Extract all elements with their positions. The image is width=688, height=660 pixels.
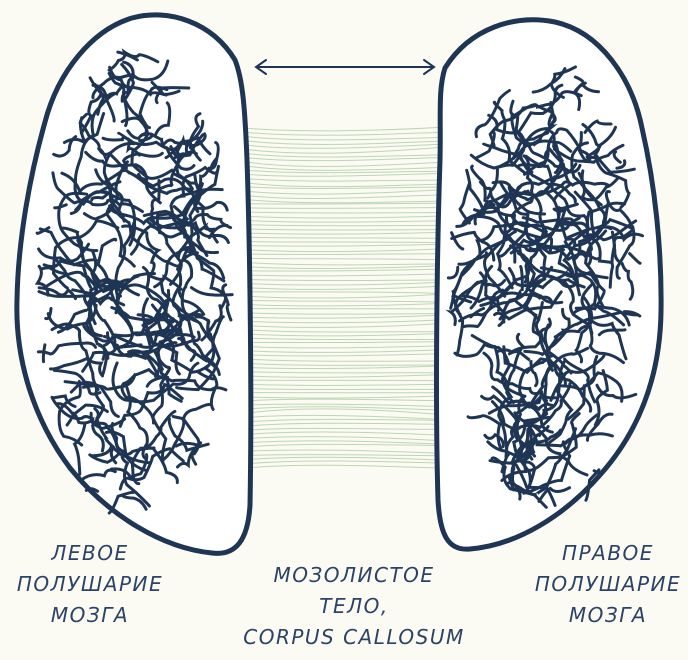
right-label-line-3: МОЗГА: [528, 600, 688, 631]
callosum-fiber: [244, 249, 442, 252]
callosum-fiber: [244, 419, 442, 422]
callosum-fiber: [244, 212, 442, 213]
callosum-fiber: [244, 208, 442, 209]
callosum-fiber: [244, 450, 442, 453]
callosum-fiber: [244, 203, 442, 204]
callosum-fiber: [244, 423, 442, 426]
left-label-line-1: ЛЕВОЕ: [0, 538, 180, 569]
callosum-fiber: [244, 380, 442, 381]
callosum-fiber: [244, 388, 442, 389]
center-label-line-2: ТЕЛО,: [238, 591, 470, 622]
callosum-fiber: [244, 274, 442, 276]
callosum-fiber: [244, 269, 442, 271]
callosum-fiber: [244, 162, 442, 167]
callosum-fiber: [244, 384, 442, 385]
callosum-fiber: [244, 315, 442, 318]
callosum-fiber: [244, 136, 442, 139]
left-label-line-2: ПОЛУШАРИЕ: [0, 569, 180, 600]
callosum-fiber: [244, 313, 442, 314]
callosum-fiber: [244, 363, 442, 365]
callosum-fiber: [244, 127, 442, 131]
callosum-fiber: [244, 354, 442, 356]
left-hemisphere: [17, 15, 251, 553]
callosum-fiber: [244, 320, 442, 323]
right-hemisphere: [437, 20, 662, 549]
callosum-fiber: [244, 399, 442, 401]
callosum-fiber: [244, 404, 442, 406]
callosum-fiber: [244, 346, 442, 348]
callosum-fiber: [244, 141, 442, 145]
callosum-fiber: [244, 195, 442, 199]
callosum-fiber: [244, 432, 442, 435]
callosum-fiber: [244, 262, 442, 264]
right-label-line-1: ПРАВОЕ: [528, 538, 688, 569]
callosum-fiber: [244, 286, 442, 289]
callosum-fiber: [244, 153, 442, 157]
callosum-fiber: [244, 338, 442, 340]
callosum-fiber: [244, 455, 442, 456]
callosum-fiber: [244, 457, 442, 460]
callosum-fiber: [244, 232, 442, 234]
callosum-fiber: [244, 375, 442, 378]
callosum-fiber: [244, 225, 442, 226]
callosum-fiber: [244, 396, 442, 398]
callosum-fiber: [244, 258, 442, 260]
callosum-fiber: [244, 178, 442, 181]
corpus-callosum-label: МОЗОЛИСТОЕ ТЕЛО, CORPUS CALLOSUM: [238, 560, 470, 653]
callosum-fiber: [244, 132, 442, 135]
callosum-fiber: [244, 444, 442, 447]
right-label-line-2: ПОЛУШАРИЕ: [528, 569, 688, 600]
callosum-fiber: [244, 372, 442, 373]
callosum-fiber: [244, 237, 442, 238]
callosum-fiber: [244, 324, 442, 328]
callosum-fiber: [244, 428, 442, 430]
callosum-fiber: [244, 254, 442, 255]
callosum-fiber: [244, 216, 442, 218]
callosum-fiber: [244, 279, 442, 280]
callosum-fiber: [244, 461, 442, 464]
center-label-line-3: CORPUS CALLOSUM: [238, 622, 470, 653]
callosum-fiber: [244, 190, 442, 194]
right-hemisphere-label: ПРАВОЕ ПОЛУШАРИЕ МОЗГА: [528, 538, 688, 631]
callosum-fiber: [244, 144, 442, 148]
left-hemisphere-label: ЛЕВОЕ ПОЛУШАРИЕ МОЗГА: [0, 538, 180, 631]
callosum-fiber: [244, 294, 442, 298]
callosum-fiber: [244, 334, 442, 336]
callosum-fiber: [244, 244, 442, 246]
callosum-fiber: [244, 157, 442, 160]
callosum-fiber: [244, 441, 442, 444]
callosum-fiber: [244, 465, 442, 468]
left-label-line-3: МОЗГА: [0, 600, 180, 631]
callosum-fiber: [244, 199, 442, 202]
callosum-fiber: [244, 359, 442, 361]
center-label-line-1: МОЗОЛИСТОЕ: [238, 560, 470, 591]
callosum-fiber: [244, 229, 442, 230]
callosum-fiber: [244, 282, 442, 285]
corpus-callosum-fibers: [244, 127, 442, 468]
callosum-fiber: [244, 342, 442, 343]
callosum-fiber: [244, 266, 442, 269]
callosum-fiber: [244, 241, 442, 242]
callosum-fiber: [244, 304, 442, 306]
callosum-fiber: [244, 183, 442, 187]
callosum-fiber: [244, 292, 442, 294]
callosum-fiber: [244, 415, 442, 419]
callosum-fiber: [244, 330, 442, 332]
callosum-fiber: [244, 407, 442, 410]
callosum-fiber: [244, 409, 442, 415]
double-headed-arrow-icon: [256, 60, 434, 74]
callosum-fiber: [244, 300, 442, 302]
callosum-fiber: [244, 220, 442, 222]
callosum-fiber: [244, 366, 442, 369]
callosum-fiber: [244, 350, 442, 352]
callosum-fiber: [244, 173, 442, 176]
callosum-fiber: [244, 437, 442, 441]
right-hemisphere-outline: [437, 20, 662, 549]
